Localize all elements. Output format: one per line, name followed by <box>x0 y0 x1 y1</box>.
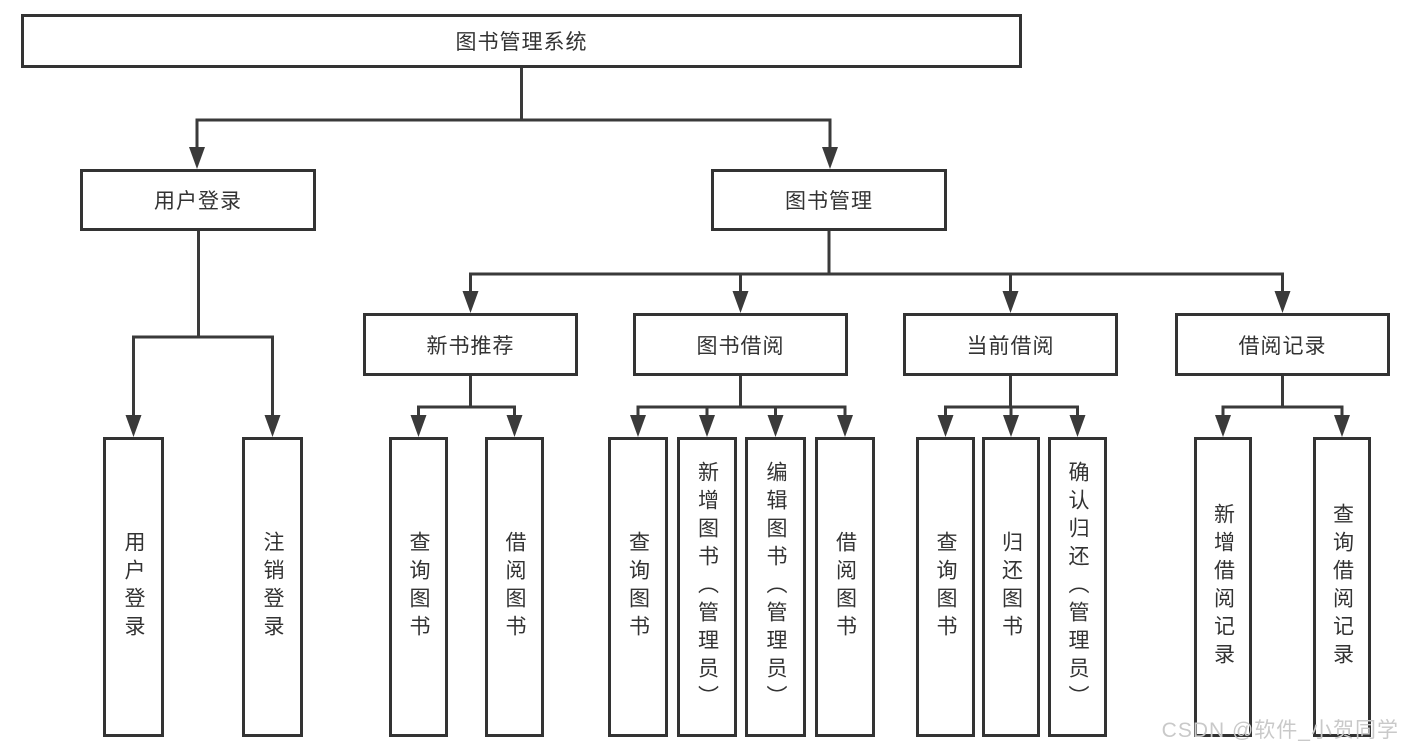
node-user-login-leaf: 用户登录 <box>103 437 164 737</box>
arrowhead-down-icon <box>1002 291 1019 313</box>
arrowhead-down-icon <box>630 415 646 437</box>
node-query-books: 查询图书 <box>389 437 448 737</box>
node-label: 查询借阅记录 <box>1330 503 1354 671</box>
node-borrowing-records: 借阅记录 <box>1175 313 1390 376</box>
node-book-management: 图书管理 <box>711 169 947 231</box>
node-label: 借阅图书 <box>503 531 526 643</box>
node-borrow-books: 借阅图书 <box>485 437 544 737</box>
node-edit-books-admin: 编辑图书（管理员） <box>745 437 806 737</box>
node-label: 新书推荐 <box>426 334 515 358</box>
arrowhead-down-icon <box>462 291 479 313</box>
arrowhead-down-icon <box>937 415 954 437</box>
node-query-borrow-record: 查询借阅记录 <box>1313 437 1371 737</box>
node-add-borrow-record: 新增借阅记录 <box>1194 437 1252 737</box>
node-query-books: 查询图书 <box>916 437 975 737</box>
arrowhead-down-icon <box>1274 291 1291 313</box>
node-label: 查询图书 <box>626 531 650 643</box>
node-label: 用户登录 <box>154 190 242 213</box>
arrowhead-down-icon <box>1003 415 1019 437</box>
node-label: 图书借阅 <box>696 334 785 358</box>
arrowhead-down-icon <box>506 415 523 437</box>
arrowhead-group <box>125 147 1350 437</box>
node-book-borrowing: 图书借阅 <box>633 313 848 376</box>
arrowhead-down-icon <box>732 291 749 313</box>
node-label: 当前借阅 <box>966 334 1055 358</box>
arrowhead-down-icon <box>1334 415 1350 437</box>
arrowhead-down-icon <box>822 147 838 169</box>
node-logout: 注销登录 <box>242 437 303 737</box>
node-label: 用户登录 <box>122 531 145 643</box>
node-label: 借阅图书 <box>833 531 857 643</box>
arrowhead-down-icon <box>410 415 427 437</box>
node-label: 图书管理 <box>785 190 873 213</box>
node-label: 确认归还（管理员） <box>1066 461 1089 713</box>
arrowhead-down-icon <box>189 147 205 169</box>
arrowhead-down-icon <box>264 415 281 437</box>
node-label: 注销登录 <box>261 531 284 643</box>
node-label: 图书管理系统 <box>455 31 588 54</box>
node-label: 查询图书 <box>407 531 430 643</box>
node-query-books: 查询图书 <box>608 437 668 737</box>
arrowhead-down-icon <box>1215 415 1231 437</box>
node-return-books: 归还图书 <box>982 437 1040 737</box>
node-new-book-recommendation: 新书推荐 <box>363 313 578 376</box>
node-user-login: 用户登录 <box>80 169 316 231</box>
node-label: 新增图书（管理员） <box>695 461 719 713</box>
arrowhead-down-icon <box>767 415 784 437</box>
node-label: 归还图书 <box>999 531 1023 643</box>
arrowhead-down-icon <box>125 415 142 437</box>
arrowhead-down-icon <box>1069 415 1086 437</box>
arrowhead-down-icon <box>699 415 715 437</box>
node-current-borrowing: 当前借阅 <box>903 313 1118 376</box>
node-add-books-admin: 新增图书（管理员） <box>677 437 737 737</box>
arrowhead-down-icon <box>837 415 853 437</box>
node-label: 借阅记录 <box>1238 334 1327 358</box>
node-confirm-return-admin: 确认归还（管理员） <box>1048 437 1107 737</box>
connector-line-group <box>132 66 1344 421</box>
node-label: 编辑图书（管理员） <box>764 461 787 713</box>
node-library-management-system: 图书管理系统 <box>21 14 1022 68</box>
node-label: 查询图书 <box>934 531 957 643</box>
node-borrow-books: 借阅图书 <box>815 437 875 737</box>
node-label: 新增借阅记录 <box>1211 503 1235 671</box>
csdn-watermark: CSDN @软件_小贺同学 <box>1161 719 1399 742</box>
